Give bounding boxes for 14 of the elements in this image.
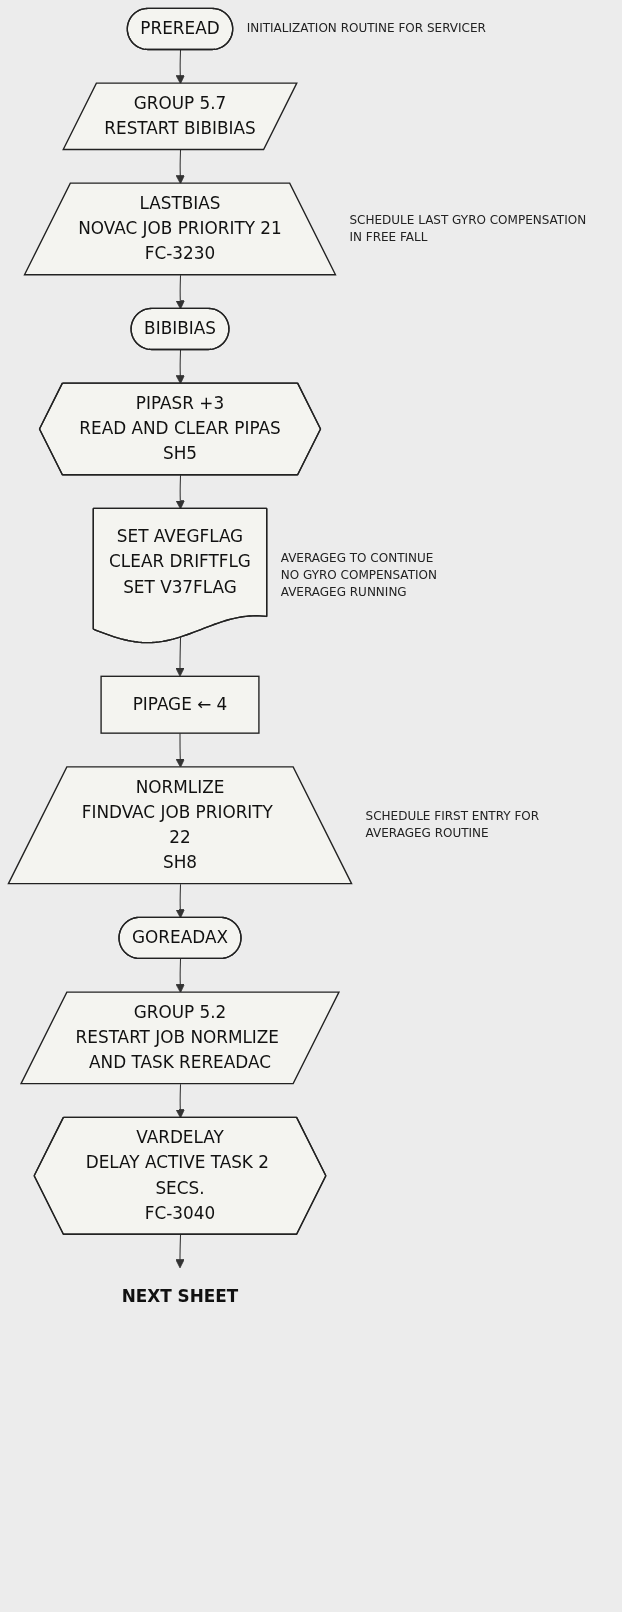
annotation-note: NO GYRO COMPENSATION [280, 567, 438, 584]
annotation-note: AVERAGEG TO CONTINUE [280, 550, 435, 567]
arrow [175, 883, 185, 919]
node-box [100, 675, 260, 734]
annotation-note: AVERAGEG RUNNING [280, 584, 408, 601]
arrow [175, 1234, 185, 1269]
annotation-note: SCHEDULE LAST GYRO COMPENSATION IN FREE FALL [349, 211, 588, 246]
annotation-note: INITIALIZATION ROUTINE FOR SERVICER [246, 20, 487, 38]
arrow [175, 349, 185, 385]
annotation-note: SCHEDULE FIRST ENTRY FOR AVERAGEG ROUTINE [365, 808, 541, 843]
node-text: NEXT SHEET [121, 1285, 239, 1306]
arrow [175, 1083, 185, 1119]
arrow [175, 637, 185, 677]
arrow [175, 274, 185, 310]
